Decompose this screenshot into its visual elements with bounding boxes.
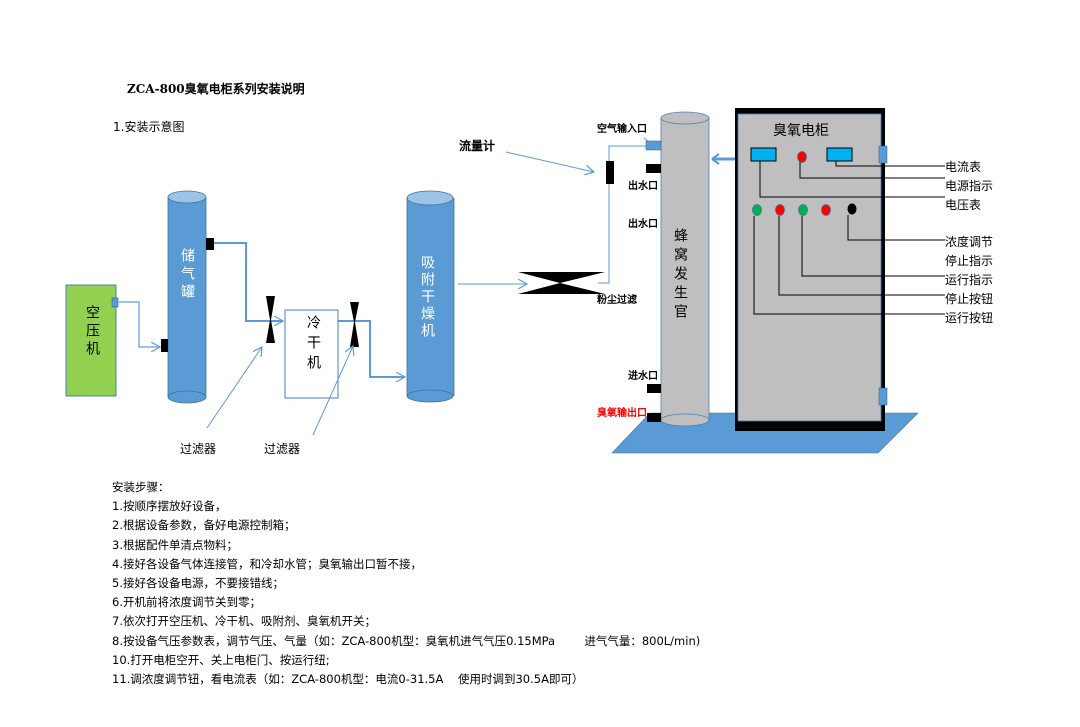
generator-tube — [660, 111, 710, 427]
ozone-outlet-label: 臭氧输出口 — [597, 408, 647, 419]
step-item: 1.按顺序摆放好设备， — [112, 499, 227, 514]
dust-filter-icon — [518, 272, 605, 294]
generator-tube-label: 蜂窝发生官 — [672, 228, 688, 323]
filter-label-2: 过滤器 — [264, 442, 301, 456]
steps-heading: 安装步骤： — [112, 480, 170, 494]
air-tank — [167, 190, 207, 404]
callout-run-indicator: 运行指示 — [945, 273, 994, 287]
concentration-knob-icon — [847, 203, 857, 215]
tank-outlet-port — [206, 238, 214, 250]
pipe-to-air-inlet — [598, 145, 660, 284]
callout-run-button: 运行按钮 — [945, 311, 994, 325]
cabinet-title: 臭氧电柜 — [773, 123, 829, 139]
step-item: 8.按设备气压参数表，调节气压、气量（如：ZCA-800机型：臭氧机进气气压0.… — [112, 633, 701, 648]
step-item: 3.根据配件单清点物料； — [112, 537, 238, 552]
step-item: 6.开机前将浓度调节关到零； — [112, 595, 261, 610]
filter-2-icon — [350, 302, 359, 347]
ammeter-icon — [826, 147, 853, 162]
flowmeter-label: 流量计 — [459, 139, 496, 153]
water-outlet-label-2: 出水口 — [628, 219, 658, 230]
filter-2-leader — [312, 346, 353, 436]
compressor-box — [65, 284, 117, 397]
pipe-compressor-tank — [118, 301, 160, 347]
compressor-port — [111, 297, 119, 308]
stop-button-icon — [775, 204, 785, 216]
pipe-dryer-adsorber — [338, 320, 405, 377]
dust-filter-label: 粉尘过滤 — [597, 295, 637, 306]
stop-indicator-icon — [821, 204, 831, 216]
flowmeter-icon — [606, 161, 614, 184]
water-outlet-port — [646, 164, 661, 173]
callout-stop-button: 停止按钮 — [945, 292, 994, 306]
run-indicator-icon — [798, 204, 808, 216]
air-tank-label: 储气罐 — [179, 248, 195, 302]
ozone-outlet-port — [647, 413, 661, 422]
step-item: 2.根据设备参数，备好电源控制箱； — [112, 518, 296, 533]
step-item: 10.打开电柜空开、关上电柜门、按运行纽; — [112, 652, 330, 667]
water-outlet-label-1: 出水口 — [628, 181, 658, 192]
step-item: 5.接好各设备电源，不要接错线； — [112, 576, 284, 591]
callout-stop-indicator: 停止指示 — [945, 254, 994, 268]
air-inlet-port — [645, 140, 662, 151]
water-inlet-label: 进水口 — [628, 371, 658, 382]
step-item: 11.调浓度调节钮，看电流表（如：ZCA-800机型：电流0-31.5A 使用时… — [112, 672, 584, 687]
adsorption-dryer-label: 吸附干燥机 — [419, 255, 435, 340]
callout-power-indicator: 电源指示 — [945, 179, 994, 193]
cabinet-hinge-top — [878, 145, 888, 164]
cabinet-hinge-bottom — [878, 387, 888, 406]
step-item: 7.依次打开空压机、冷干机、吸附剂、臭氧机开关； — [112, 614, 376, 629]
step-item: 4.接好各设备气体连接管，和冷却水管；臭氧输出口暂不接， — [112, 556, 422, 571]
flowmeter-leader — [505, 151, 594, 172]
water-inlet-port — [647, 384, 661, 393]
filter-label-1: 过滤器 — [180, 442, 217, 456]
callout-voltmeter: 电压表 — [945, 198, 982, 212]
installation-steps: 安装步骤： 1.按顺序摆放好设备， 2.根据设备参数，备好电源控制箱； 3.根据… — [112, 478, 700, 689]
callout-lines — [753, 161, 945, 315]
pipe-tank-dryer — [214, 242, 283, 321]
voltmeter-icon — [750, 147, 777, 162]
filter-1-icon — [266, 296, 275, 343]
cabinet-panel — [737, 113, 882, 422]
section-heading: 1.安装示意图 — [113, 120, 185, 134]
run-button-icon — [752, 204, 762, 216]
compressor-label: 空压机 — [84, 305, 100, 359]
adsorption-dryer — [406, 190, 455, 403]
power-indicator-icon — [797, 151, 807, 163]
cold-dryer-label: 冷干机 — [305, 315, 321, 375]
air-inlet-label: 空气输入口 — [597, 124, 647, 135]
tank-inlet-port — [161, 339, 168, 352]
filter-1-leader — [206, 347, 262, 429]
cold-dryer-box — [284, 309, 339, 399]
callout-concentration: 浓度调节 — [945, 235, 994, 249]
document-title: ZCA-800臭氧电柜系列安装说明 — [127, 82, 305, 96]
callout-ammeter: 电流表 — [945, 160, 982, 174]
